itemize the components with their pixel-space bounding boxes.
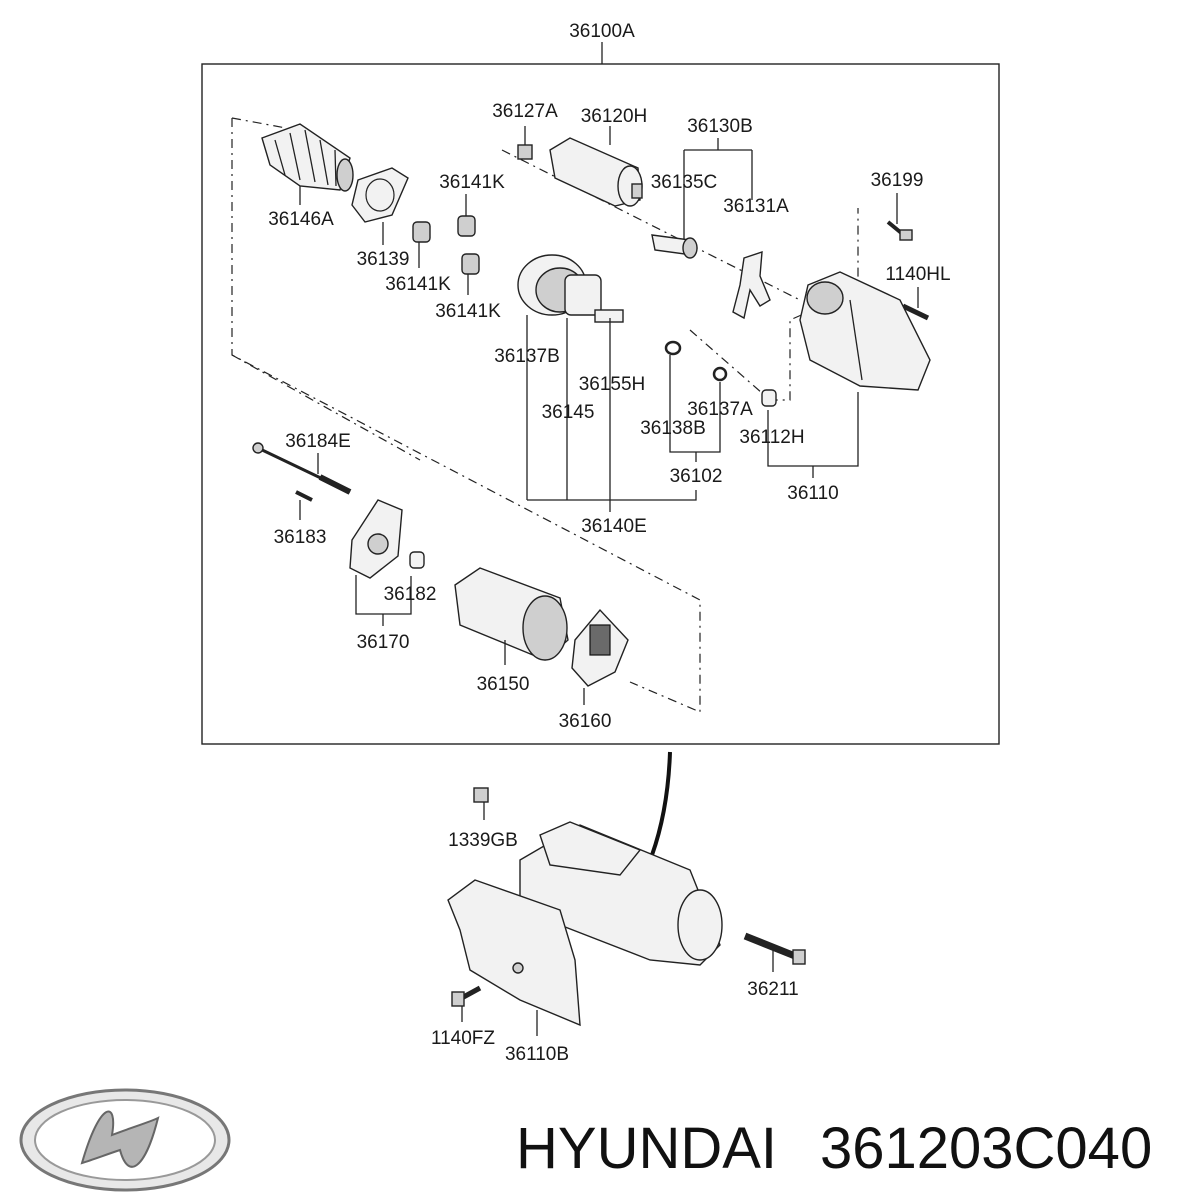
label-36146A: 36146A bbox=[268, 209, 334, 230]
label-36150: 36150 bbox=[477, 674, 530, 695]
label-36112H: 36112H bbox=[739, 427, 804, 448]
label-36160: 36160 bbox=[559, 711, 612, 732]
brush-holder-36160 bbox=[571, 608, 629, 705]
label-36170: 36170 bbox=[357, 632, 410, 653]
starter-assembly bbox=[519, 821, 723, 966]
label-36110B: 36110B bbox=[505, 1044, 569, 1065]
brand-name: HYUNDAI bbox=[516, 1116, 777, 1181]
label-36127A: 36127A bbox=[492, 101, 558, 122]
label-36137B: 36137B bbox=[494, 346, 560, 367]
end-frame-36170 bbox=[349, 499, 425, 579]
label-36183: 36183 bbox=[274, 527, 327, 548]
label-36141K-c: 36141K bbox=[435, 301, 501, 322]
part-number: 361203C040 bbox=[820, 1116, 1152, 1181]
label-36110: 36110 bbox=[787, 483, 838, 504]
label-36131A: 36131A bbox=[723, 196, 789, 217]
label-36140E: 36140E bbox=[581, 516, 647, 537]
bracket-36140E bbox=[526, 315, 697, 501]
gear-parts bbox=[412, 194, 480, 295]
screw-36199 bbox=[886, 220, 913, 241]
label-1140HL: 1140HL bbox=[885, 264, 950, 285]
lever-part bbox=[732, 251, 771, 320]
plunger-part bbox=[651, 234, 698, 259]
label-36120H: 36120H bbox=[581, 106, 648, 127]
label-36184E: 36184E bbox=[285, 431, 351, 452]
bolt-1140FZ bbox=[451, 985, 482, 1007]
through-bolt-36184E bbox=[252, 442, 352, 495]
label-36211: 36211 bbox=[747, 979, 798, 1000]
snap-rings bbox=[664, 340, 777, 407]
armature-part bbox=[261, 123, 354, 205]
label-36155H: 36155H bbox=[579, 374, 646, 395]
plate-part bbox=[351, 167, 409, 245]
housing-36110 bbox=[799, 271, 931, 391]
solenoid-part bbox=[517, 126, 643, 207]
label-36139: 36139 bbox=[357, 249, 410, 270]
label-36145: 36145 bbox=[542, 402, 595, 423]
nut-1339GB bbox=[473, 787, 489, 803]
label-36199: 36199 bbox=[871, 170, 924, 191]
label-36130B: 36130B bbox=[687, 116, 753, 137]
yoke-36150 bbox=[454, 567, 569, 665]
label-1140FZ: 1140FZ bbox=[431, 1028, 495, 1049]
hyundai-logo bbox=[19, 1088, 231, 1192]
drive-assembly bbox=[517, 254, 624, 323]
screw-36183 bbox=[295, 490, 313, 520]
label-36102: 36102 bbox=[670, 466, 723, 487]
bolt-36211 bbox=[743, 932, 806, 965]
label-36138B: 36138B bbox=[640, 418, 706, 439]
label-36135C: 36135C bbox=[651, 172, 718, 193]
label-36100A: 36100A bbox=[569, 21, 635, 42]
heat-shield-36110B bbox=[447, 879, 581, 1027]
assembly-frame bbox=[201, 63, 1000, 745]
label-36141K-b: 36141K bbox=[385, 274, 451, 295]
callout-arrow bbox=[650, 751, 672, 856]
label-36182: 36182 bbox=[384, 584, 437, 605]
label-36141K-a: 36141K bbox=[439, 172, 505, 193]
bolt-1140HL bbox=[901, 303, 930, 321]
label-1339GB: 1339GB bbox=[448, 830, 518, 851]
